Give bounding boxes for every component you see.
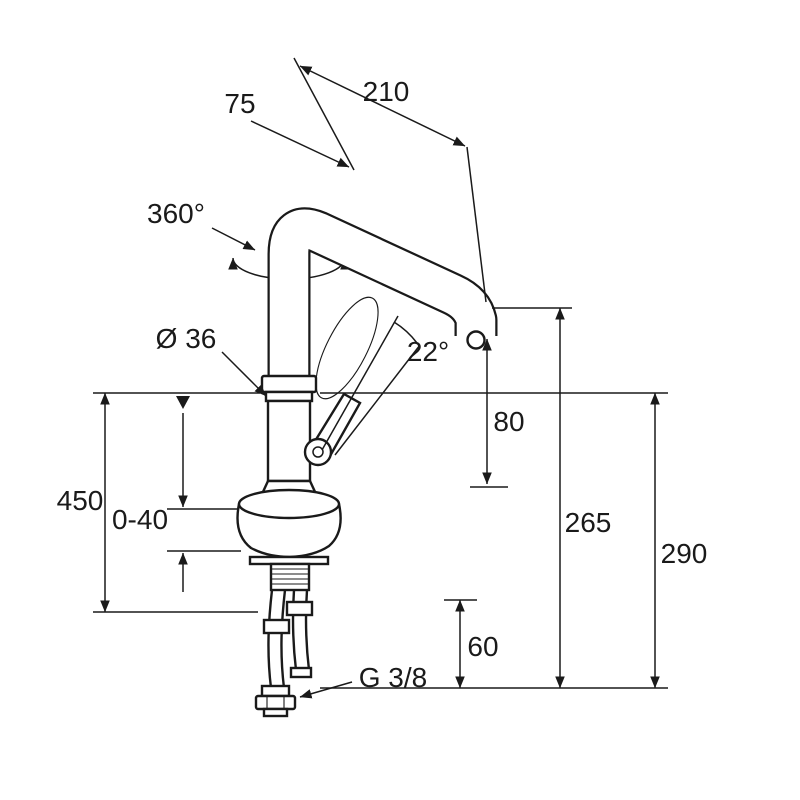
mounting-shank bbox=[269, 562, 311, 592]
label-360: 360° bbox=[147, 198, 205, 229]
label-60: 60 bbox=[467, 631, 498, 662]
connection-tip bbox=[262, 707, 289, 718]
body-collar bbox=[260, 374, 318, 394]
leader-360 bbox=[211, 227, 256, 251]
body-ring bbox=[264, 390, 314, 403]
hose-end-right bbox=[289, 666, 313, 679]
supply-hoses bbox=[254, 589, 314, 718]
label-450: 450 bbox=[57, 485, 104, 516]
hose-end-left bbox=[260, 684, 291, 698]
spout bbox=[267, 207, 498, 384]
label-g38: G 3/8 bbox=[359, 662, 427, 693]
dim-line-210 bbox=[299, 65, 466, 147]
dimension-labels: 75 210 360° Ø 36 22° 80 265 290 60 450 0… bbox=[57, 76, 708, 693]
escutcheon-top bbox=[237, 488, 341, 520]
label-22: 22° bbox=[407, 336, 449, 367]
label-80: 80 bbox=[493, 406, 524, 437]
lever-pivot bbox=[303, 437, 333, 467]
lever-swing-annotation bbox=[315, 296, 421, 456]
dimension-lines bbox=[100, 65, 660, 699]
label-210: 210 bbox=[363, 76, 410, 107]
extension-lines bbox=[93, 57, 668, 689]
label-0-40: 0-40 bbox=[112, 504, 168, 535]
body-tube bbox=[266, 399, 312, 483]
datum-triangle bbox=[176, 396, 190, 409]
label-75: 75 bbox=[224, 88, 255, 119]
hose-connector-right bbox=[285, 600, 314, 617]
lever-pivot-center bbox=[312, 446, 324, 458]
dim-line-75 bbox=[250, 120, 350, 168]
leader-diameter bbox=[221, 351, 267, 397]
connection-nut bbox=[254, 694, 297, 711]
hose-connector-left bbox=[262, 618, 291, 635]
leader-g38 bbox=[299, 681, 353, 699]
label-265: 265 bbox=[565, 507, 612, 538]
label-diameter: Ø 36 bbox=[156, 323, 217, 354]
aerator-nozzle bbox=[466, 330, 486, 350]
label-290: 290 bbox=[661, 538, 708, 569]
lever-handle bbox=[303, 392, 362, 467]
escutcheon bbox=[236, 488, 342, 566]
